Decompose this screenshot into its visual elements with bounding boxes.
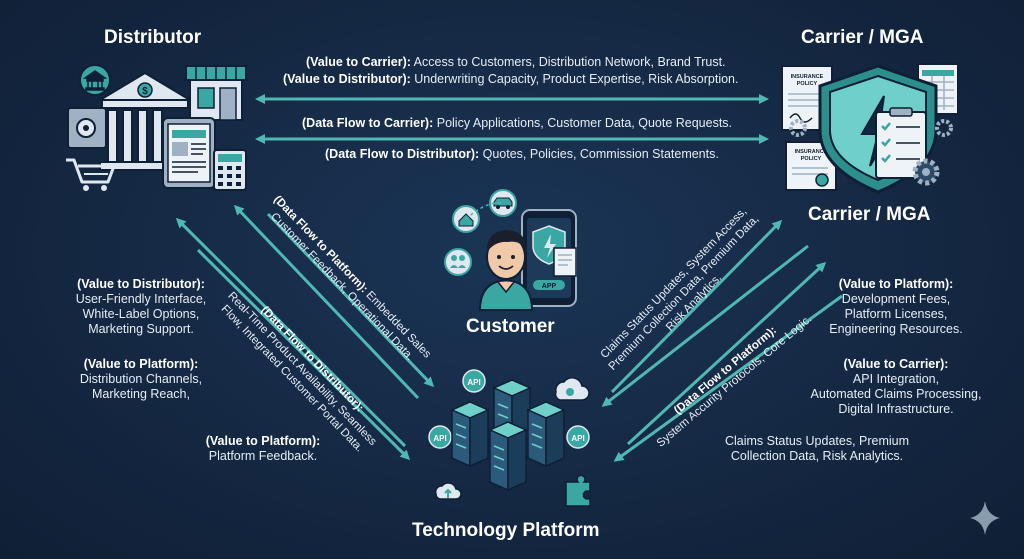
left-value-to-platform: (Value to Platform): Distribution Channe… [79,357,203,401]
platform-title: Technology Platform [412,520,600,541]
arrow-left-lower [175,217,407,448]
right-value-to-carrier: (Value to Carrier): API Integration, Aut… [810,357,982,416]
svg-text:API: API [433,434,446,443]
sparkle-icon [970,501,1000,535]
server-cluster-api-icon: API API API [428,369,591,507]
left-value-to-distributor: (Value to Distributor): User-Friendly In… [75,277,207,336]
arrow-right-lowest [613,294,843,462]
arrow-right-mid [601,244,809,407]
flow-data-to-distributor: (Data Flow to Distributor): Quotes, Poli… [325,147,719,161]
customer-with-phone-icon: APP [444,189,577,311]
customer-title: Customer [466,316,555,337]
distributor-title: Distributor [104,27,202,48]
arrow-right-upper [610,219,783,394]
svg-text:INSURANCE: INSURANCE [795,149,828,155]
api-badge-icon: API API API [428,369,590,449]
carrier-title-mid: Carrier / MGA [808,204,931,225]
svg-text:$: $ [142,86,148,97]
svg-text:API: API [571,434,584,443]
arrow-left-mid [266,212,435,388]
shield-and-policy-icon: INSURANCE POLICY INSURANCE POLICY [781,63,959,194]
flow-value-to-distributor: (Value to Distributor): Underwriting Cap… [283,72,739,86]
app-badge: APP [542,283,557,290]
svg-text:API: API [467,378,480,387]
carrier-title-top: Carrier / MGA [801,27,924,48]
arrow-right-lower [626,261,827,446]
right-claims-data: Claims Status Updates, Premium Collectio… [724,434,910,463]
flow-value-to-carrier: (Value to Carrier): Access to Customers,… [306,55,726,69]
right-value-to-platform: (Value to Platform): Development Fees, P… [829,277,963,336]
arrow-left-upper [233,204,420,400]
bank-and-storefront-icon: $ [66,64,247,191]
flow-data-to-carrier: (Data Flow to Carrier): Policy Applicati… [302,116,733,130]
svg-text:INSURANCE: INSURANCE [791,74,824,80]
left-platform-feedback: (Value to Platform): Platform Feedback. [205,434,321,463]
arrow-left-lowest [196,248,411,461]
svg-text:POLICY: POLICY [797,81,818,87]
svg-text:POLICY: POLICY [801,156,822,162]
